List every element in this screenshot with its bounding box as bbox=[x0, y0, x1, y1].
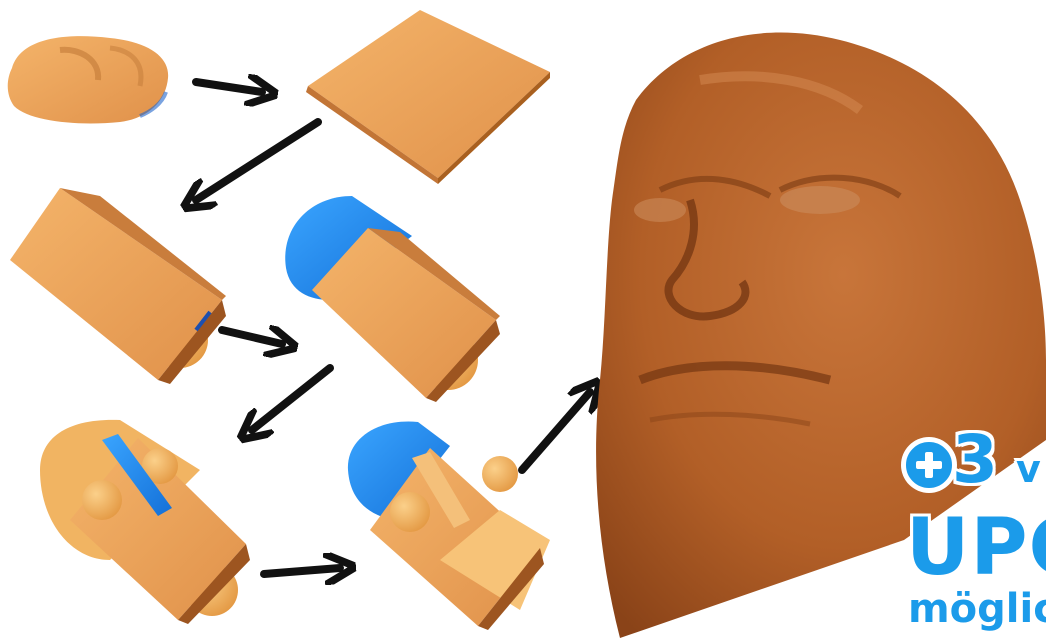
clay-lump bbox=[8, 36, 168, 123]
arrow-3 bbox=[222, 330, 282, 344]
badge-count: 3 bbox=[952, 420, 998, 500]
arrow-1 bbox=[196, 82, 262, 92]
clay-slab bbox=[306, 10, 550, 184]
folded-slab bbox=[10, 188, 226, 384]
arrow-2 bbox=[196, 122, 318, 200]
plus-circle-icon bbox=[902, 438, 956, 492]
slab-with-cap bbox=[348, 422, 550, 630]
possible-subline: möglic bbox=[908, 585, 1046, 633]
arrow-4 bbox=[252, 368, 330, 430]
arrow-5 bbox=[264, 568, 340, 574]
arrow-6 bbox=[522, 392, 590, 470]
badge-suffix: v bbox=[1016, 444, 1041, 494]
slab-with-blue-form bbox=[285, 196, 500, 402]
upgrade-headline: UPG bbox=[906, 505, 1046, 591]
slab-with-fin bbox=[40, 420, 250, 624]
